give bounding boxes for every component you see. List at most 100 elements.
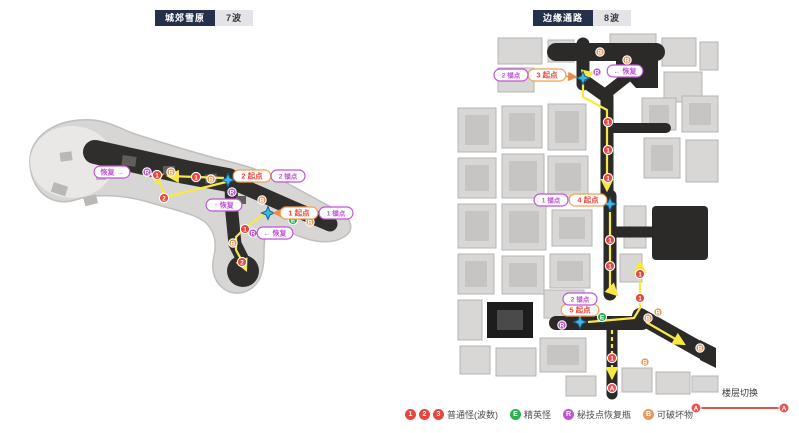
building-roof-detail	[555, 111, 579, 143]
destructible-marker-label: B	[643, 359, 648, 366]
route-line	[645, 321, 686, 346]
building-block	[661, 37, 697, 67]
destructible-marker-label: B	[209, 176, 214, 183]
building-roof-detail	[651, 145, 673, 171]
callout-pill	[562, 292, 598, 306]
callout-pill	[533, 193, 569, 207]
legend-symbol-elite: E	[510, 409, 521, 420]
enemy-wave-marker-label: 1	[606, 175, 610, 182]
callout-pill	[279, 206, 319, 220]
destructible-marker-label: B	[260, 197, 265, 204]
callout-pill	[318, 206, 354, 220]
rock	[83, 194, 99, 207]
callout-pill-text: 4 起点	[577, 195, 599, 205]
technique-bottle-marker-label: R	[251, 230, 256, 237]
legend-symbol-recover: R	[563, 409, 575, 420]
callout-pill-text: 1 锚点	[542, 196, 561, 205]
callout-pill	[205, 198, 243, 212]
enemy-wave-marker-label: 1	[638, 271, 642, 278]
enemy-wave-marker-label: 1	[610, 355, 614, 362]
legend-label: 秘技点恢复瓶	[577, 410, 632, 420]
callout-pill-text: ← 恢复	[614, 67, 638, 76]
destructible-marker	[595, 47, 605, 57]
enemy-wave-marker	[604, 234, 616, 246]
building-roof-detail	[557, 261, 583, 281]
building-roof-detail	[559, 217, 585, 239]
building-block	[699, 41, 719, 71]
floor-switch-marker	[606, 382, 618, 394]
elite-enemy-marker	[596, 311, 608, 323]
destructible-marker-label: B	[646, 315, 651, 322]
callout-pill-text: 3 起点	[536, 70, 558, 80]
destructible-marker	[622, 55, 632, 65]
floor-switch-end-label: A	[782, 405, 787, 412]
building-roof-detail	[547, 345, 579, 365]
floor-switch-label: 楼层切换	[721, 388, 758, 398]
callout-pill-text: ← 恢复	[264, 229, 288, 238]
technique-bottle-marker	[142, 167, 152, 177]
callout-pill	[93, 165, 131, 179]
enemy-wave-marker	[239, 223, 251, 235]
destructible-marker	[643, 313, 653, 323]
technique-bottle-marker	[557, 320, 567, 330]
building-roof-detail	[509, 211, 539, 243]
legend-label: 精英怪	[524, 410, 552, 420]
callout-pill-text: 1 锚点	[327, 209, 346, 218]
destructible-marker	[206, 174, 216, 184]
enemy-wave-marker	[236, 256, 248, 268]
enemy-wave-marker	[602, 172, 614, 184]
walkway-detail	[121, 155, 137, 167]
technique-bottle-marker-label: R	[560, 322, 565, 329]
enemy-wave-marker-label: 1	[606, 119, 610, 126]
enemy-wave-marker	[634, 292, 646, 304]
enemy-wave-marker	[634, 268, 646, 280]
building-block	[457, 253, 495, 295]
building-block	[691, 375, 719, 393]
destructible-marker	[653, 307, 663, 317]
enemy-wave-marker-label: 1	[608, 237, 612, 244]
technique-bottle-marker-label: R	[595, 69, 600, 76]
building-block	[565, 375, 597, 397]
destructible-marker	[257, 195, 267, 205]
technique-bottle-marker-label: R	[230, 189, 235, 196]
building-block	[655, 371, 691, 395]
floor-switch-end-label: A	[694, 405, 699, 412]
floor-switch-end	[778, 402, 790, 414]
destructible-marker-label: B	[169, 169, 174, 176]
floor-switch-marker-label: A	[610, 385, 615, 392]
building-roof-detail	[509, 263, 537, 287]
building-block	[497, 37, 543, 65]
left-map-title: 城郊雪原 7波	[155, 10, 254, 26]
building-roof-detail	[509, 161, 537, 191]
destructible-marker-label: B	[698, 345, 703, 352]
enemy-wave-marker-label: 2	[240, 259, 244, 266]
building-roof-detail	[649, 105, 669, 123]
destructible-marker-label: B	[598, 49, 603, 56]
right-map-terrain	[457, 33, 719, 400]
destructible-marker	[166, 167, 176, 177]
building-roof-detail	[465, 261, 487, 287]
callout-pill-text: ↑ 恢复	[214, 201, 234, 210]
enemy-wave-marker-label: 1	[608, 263, 612, 270]
callout-pill	[270, 169, 306, 183]
destructible-marker	[228, 238, 238, 248]
building-roof-detail	[689, 103, 711, 125]
destructible-marker-label: B	[308, 219, 313, 226]
teleport-anchor-icon	[575, 70, 591, 86]
callout-pill	[493, 68, 529, 82]
dark-plaza-inner	[497, 310, 523, 330]
enemy-wave-marker-label: 2	[162, 195, 166, 202]
building-roof-detail	[465, 165, 489, 191]
legend-label: 可破坏物	[657, 410, 694, 420]
left-map-terrain	[29, 119, 352, 294]
callout-pill	[606, 64, 644, 78]
callout-pill-text: 2 锚点	[279, 172, 298, 181]
